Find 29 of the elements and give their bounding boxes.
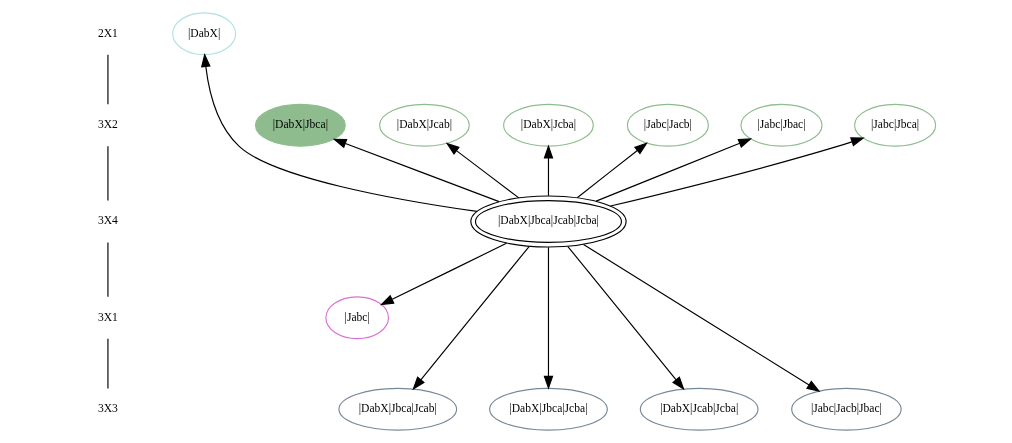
node-text: 3X4 xyxy=(97,214,118,228)
node-text: 2X1 xyxy=(97,26,118,40)
node-ellipse: |DabX|Jcab|Jcba| xyxy=(639,387,759,431)
arrow xyxy=(445,142,520,199)
node-text: 3X2 xyxy=(97,118,118,132)
node-ellipse: |Jabc|Jbca| xyxy=(854,103,937,147)
arrow xyxy=(543,246,554,390)
arrow xyxy=(576,142,648,199)
node-ellipse: |Jabc|Jbac| xyxy=(740,103,823,147)
node-ellipse: |DabX|Jcab| xyxy=(379,103,470,147)
arrow xyxy=(412,245,530,391)
node-ellipse: |DabX|Jbca|Jcba| xyxy=(489,387,608,431)
arrow xyxy=(567,245,685,391)
arrow xyxy=(543,144,554,197)
arrow xyxy=(380,242,508,306)
node-ellipse: |Jabc|Jacb|Jbac| xyxy=(791,387,902,431)
node-ellipse: |Jabc| xyxy=(325,296,390,340)
node-ellipse: |DabX| xyxy=(172,12,237,56)
arrow xyxy=(201,53,478,213)
node-ellipse: |DabX|Jcba| xyxy=(503,103,594,147)
node-ellipse: |Jabc|Jacb| xyxy=(626,103,709,147)
arrow xyxy=(332,138,500,203)
arrow xyxy=(609,137,865,207)
node-text: 3X1 xyxy=(97,310,118,324)
node-ellipse: |DabX|Jbca|Jcab|Jcba| xyxy=(470,195,627,248)
node-ellipse: |DabX|Jbca|Jcab| xyxy=(338,387,458,431)
arrow xyxy=(595,138,753,202)
arrow xyxy=(582,243,821,392)
node-text: 3X3 xyxy=(97,402,118,416)
